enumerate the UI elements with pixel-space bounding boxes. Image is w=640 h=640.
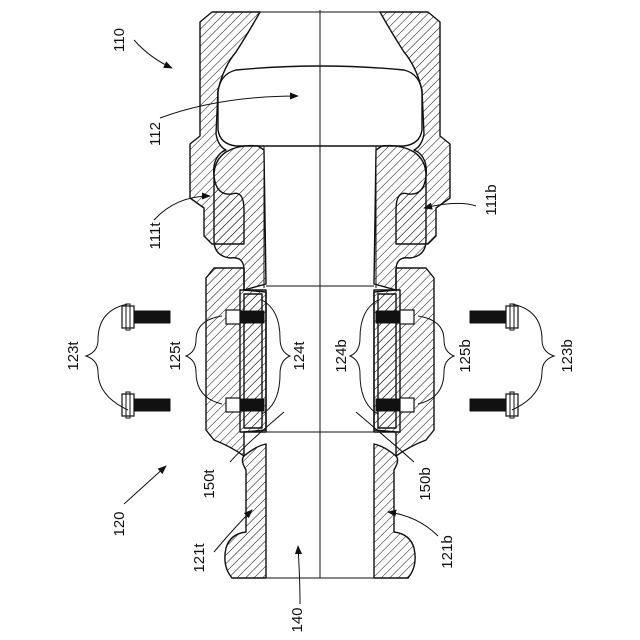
bolt-shank-left-top — [240, 311, 264, 323]
pocket-right-top — [400, 310, 414, 324]
label-112: 112 — [147, 122, 164, 146]
label-150b: 150b — [417, 467, 434, 500]
label-111b: 111b — [483, 184, 500, 215]
label-110: 110 — [111, 28, 128, 52]
bolts-123b — [470, 304, 518, 418]
label-120: 120 — [111, 511, 128, 536]
bolt-icon — [122, 392, 170, 418]
label-125t: 125t — [167, 341, 184, 371]
bolt-icon — [470, 392, 518, 418]
bolt-shank-right-bottom — [376, 399, 400, 411]
label-121b: 121b — [439, 535, 456, 568]
label-123t: 123t — [65, 341, 82, 371]
bolts-123t — [122, 304, 170, 418]
label-124b: 124b — [333, 339, 350, 372]
bolt-icon — [470, 304, 518, 330]
pocket-left-top — [226, 310, 240, 324]
label-123b: 123b — [559, 339, 576, 372]
lower-right-wall — [374, 444, 415, 578]
bolt-shank-left-bottom — [240, 399, 264, 411]
label-111t: 111t — [147, 222, 164, 250]
lower-left-wall — [225, 444, 266, 578]
label-150t: 150t — [201, 469, 218, 499]
label-124t: 124t — [291, 341, 308, 371]
pocket-left-bottom — [226, 398, 240, 412]
pocket-right-bottom — [400, 398, 414, 412]
label-125b: 125b — [457, 339, 474, 372]
label-121t: 121t — [191, 543, 208, 573]
bolt-shank-right-top — [376, 311, 400, 323]
bolt-icon — [122, 304, 170, 330]
label-140: 140 — [289, 607, 306, 632]
